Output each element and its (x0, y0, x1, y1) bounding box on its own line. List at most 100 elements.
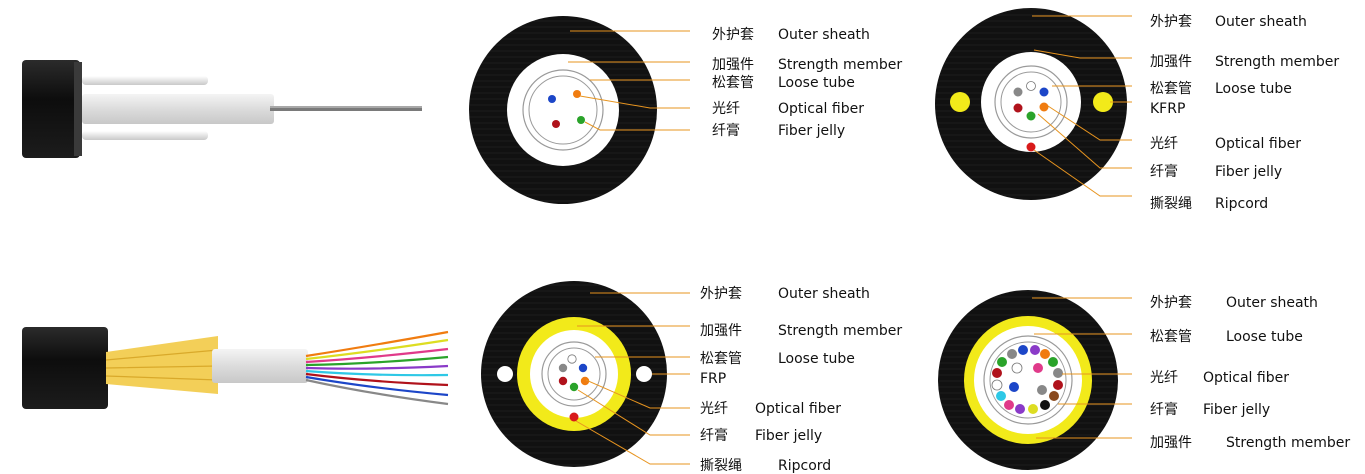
label-en: Fiber jelly (1215, 164, 1282, 180)
fiber (997, 357, 1007, 367)
fiber (1004, 400, 1014, 410)
kfrp-rod (1093, 92, 1113, 112)
frp-rod (497, 366, 513, 382)
label-en: KFRP (1150, 101, 1185, 117)
fiber (1013, 103, 1023, 113)
label-en: Strength member (1215, 54, 1339, 70)
fiber-bundle (991, 345, 1063, 414)
fiber (1039, 102, 1049, 112)
cable-3-labels: 外护套 Outer sheath 加强件 Strength member 松套管… (700, 286, 902, 474)
fiber (558, 363, 568, 373)
fiber (1037, 385, 1047, 395)
fiber (1009, 382, 1019, 392)
label-cn: 加强件 (700, 323, 742, 339)
fiber (580, 376, 590, 386)
label-cn: 纤膏 (712, 122, 740, 139)
fiber (1053, 368, 1063, 378)
label-en: Strength member (778, 57, 902, 73)
cable-2-leaders (1032, 15, 1132, 197)
label-en: Outer sheath (1215, 14, 1307, 30)
cable-1-leaders (568, 30, 690, 131)
label-en: Outer sheath (778, 286, 870, 302)
fiber (1039, 87, 1049, 97)
cable-4-cross-section (938, 290, 1118, 470)
fiber (573, 90, 581, 98)
fiber (992, 368, 1002, 378)
label-en: Optical fiber (1215, 136, 1301, 152)
label-cn: 光纤 (1150, 370, 1178, 386)
label-en: Optical fiber (755, 401, 841, 417)
label-en: Outer sheath (1226, 295, 1318, 311)
fiber (1049, 391, 1059, 401)
label-en: FRP (700, 371, 726, 387)
label-cn: 松套管 (712, 75, 754, 91)
fiber (991, 379, 1003, 391)
fiber (569, 382, 579, 392)
cable-2-labels: 外护套 Outer sheath 加强件 Strength member 松套管… (1150, 14, 1339, 212)
cable-1-cross-section (469, 16, 657, 204)
cable-4-leaders (1032, 297, 1132, 439)
label-cn: 光纤 (712, 101, 740, 117)
fiber (1040, 400, 1050, 410)
label-cn: 外护套 (1150, 295, 1192, 311)
label-en: Strength member (778, 323, 902, 339)
label-cn: 光纤 (700, 401, 728, 417)
cable-4-labels: 外护套 Outer sheath 松套管 Loose tube 光纤 Optic… (1150, 295, 1350, 451)
fiber (1048, 357, 1058, 367)
fiber (996, 391, 1006, 401)
photo-central-tube-cable (22, 60, 422, 158)
cable-1-labels: 外护套 Outer sheath 加强件 Strength member 松套管… (712, 27, 902, 139)
fiber (1018, 345, 1028, 355)
fiber (1030, 345, 1040, 355)
fiber (1033, 363, 1043, 373)
photo-fan-out-cable (22, 327, 449, 409)
label-cn: 松套管 (700, 351, 742, 367)
frp-rod (636, 366, 652, 382)
label-cn: 纤膏 (1150, 401, 1178, 418)
label-en: Ripcord (1215, 196, 1268, 212)
cable-3-leaders (575, 292, 690, 465)
label-en: Fiber jelly (778, 123, 845, 139)
label-cn: 外护套 (1150, 14, 1192, 30)
fiber (1028, 404, 1038, 414)
label-en: Fiber jelly (755, 428, 822, 444)
label-cn: 加强件 (712, 57, 754, 73)
label-en: Outer sheath (778, 27, 870, 43)
label-cn: 松套管 (1150, 329, 1192, 345)
label-cn: 松套管 (1150, 81, 1192, 97)
fiber (1015, 404, 1025, 414)
label-en: Loose tube (778, 351, 855, 367)
fiber (567, 354, 577, 364)
fiber (1007, 349, 1017, 359)
fiber (577, 116, 585, 124)
cable-2-cross-section (935, 8, 1127, 200)
label-cn: 外护套 (712, 27, 754, 43)
label-cn: 加强件 (1150, 435, 1192, 451)
label-en: Ripcord (778, 458, 831, 474)
kfrp-rod (950, 92, 970, 112)
fiber (1026, 81, 1036, 91)
fiber (552, 120, 560, 128)
label-en: Loose tube (778, 75, 855, 91)
fiber (558, 376, 568, 386)
label-cn: 撕裂绳 (700, 458, 742, 474)
ripcord (1026, 142, 1036, 152)
label-en: Loose tube (1215, 81, 1292, 97)
label-en: Loose tube (1226, 329, 1303, 345)
label-cn: 外护套 (700, 286, 742, 302)
label-cn: 加强件 (1150, 54, 1192, 70)
label-cn: 撕裂绳 (1150, 196, 1192, 212)
label-en: Optical fiber (1203, 370, 1289, 386)
label-cn: 光纤 (1150, 136, 1178, 152)
label-en: Strength member (1226, 435, 1350, 451)
label-cn: 纤膏 (1150, 163, 1178, 180)
fiber (1026, 111, 1036, 121)
fiber (1053, 380, 1063, 390)
fiber (1011, 362, 1023, 374)
cable-3-cross-section (481, 281, 667, 467)
fiber (548, 95, 556, 103)
label-en: Fiber jelly (1203, 402, 1270, 418)
label-cn: 纤膏 (700, 427, 728, 444)
label-en: Optical fiber (778, 101, 864, 117)
